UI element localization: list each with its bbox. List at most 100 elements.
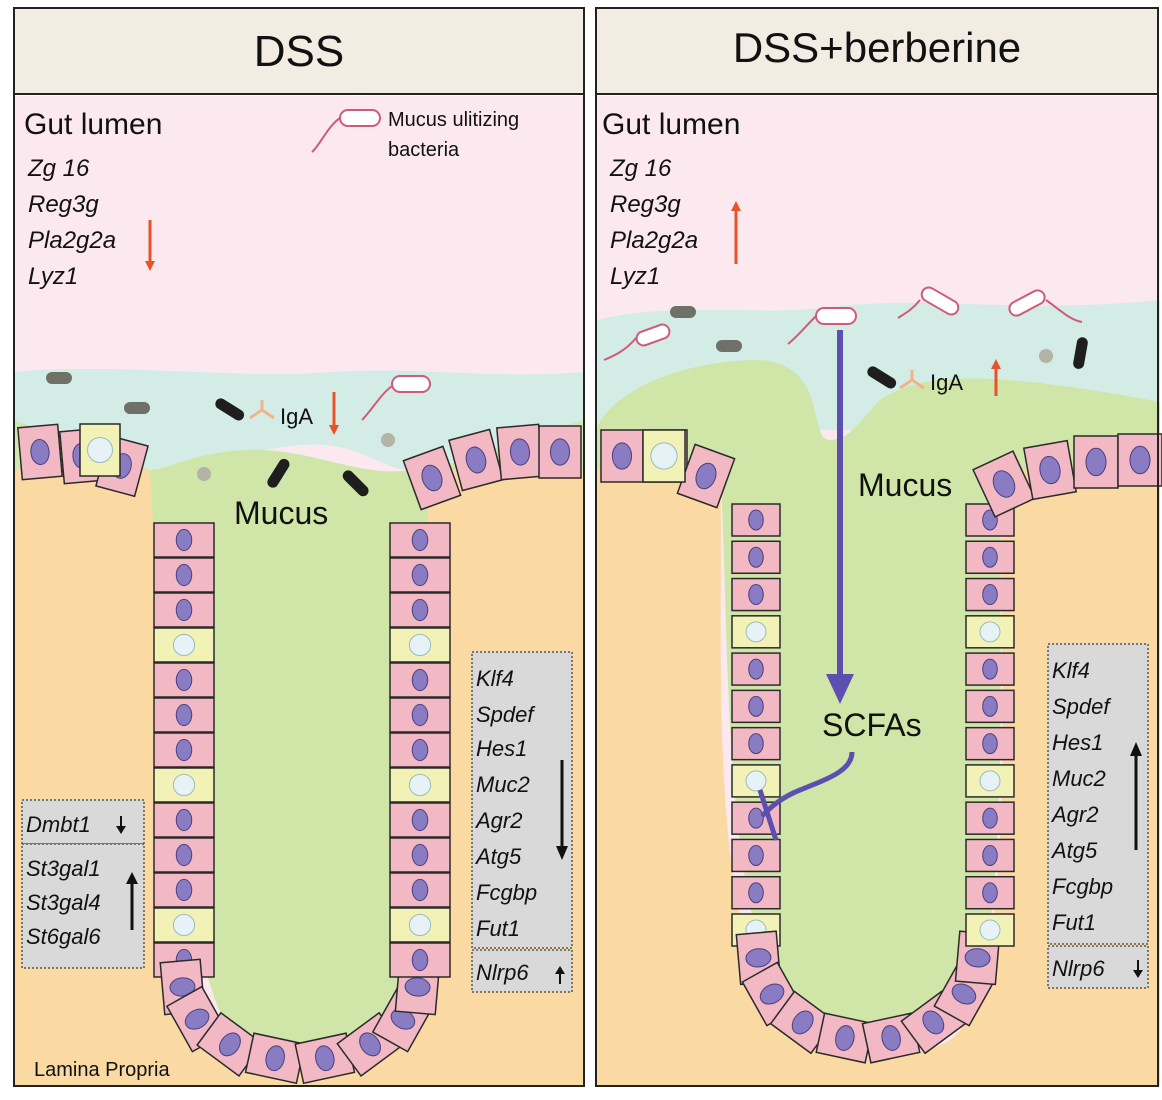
epithelial-cell — [600, 429, 644, 483]
epithelial-cell — [389, 732, 451, 768]
epithelial-cell — [389, 522, 451, 558]
epithelial-cell — [153, 872, 215, 908]
mucus-label: Mucus — [858, 467, 952, 503]
epithelial-cell — [972, 450, 1036, 518]
epithelial-cell — [389, 837, 451, 873]
lumen-gene: Zg 16 — [27, 155, 90, 182]
inhibition-bar — [757, 789, 779, 841]
goblet-cell — [965, 615, 1015, 649]
gene-box-right-dss: Klf4 Spdef Hes1 Muc2 Agr2 Atg5 Fcgbp Fut… — [471, 651, 573, 993]
epithelial-cell — [965, 540, 1015, 575]
epithelial-cell — [731, 726, 781, 761]
epithelial-cell — [402, 445, 462, 511]
epithelial-cell — [389, 592, 451, 628]
gene-label: Hes1 — [476, 736, 527, 761]
gene-label: Agr2 — [474, 808, 522, 833]
gene-label: Muc2 — [476, 772, 530, 797]
bacterium — [1039, 349, 1053, 363]
epithelial-cell — [731, 689, 781, 724]
epithelial-cell — [731, 577, 781, 612]
gene-label: Nlrp6 — [476, 960, 529, 985]
gut-lumen-label: Gut lumen — [602, 108, 740, 141]
epithelial-cell — [965, 838, 1015, 873]
gene-label: Spdef — [476, 702, 536, 727]
epithelial-cell — [496, 423, 544, 481]
panel-dss: Mucus ulitizing bacteria IgA Mucus Gut l… — [13, 7, 585, 1087]
lumen-gene: Pla2g2a — [610, 227, 698, 254]
gene-label: Klf4 — [1052, 658, 1090, 683]
mucus-utilizing-bacterium-icon — [603, 286, 1083, 361]
mucus-utilizing-bacterium-icon — [361, 375, 431, 421]
epithelial-cell — [153, 557, 215, 593]
goblet-cell — [731, 764, 781, 798]
lumen-gene: Reg3g — [610, 191, 681, 218]
bacteria-dss — [46, 372, 431, 497]
lumen-gene: Pla2g2a — [28, 227, 116, 254]
goblet-cell — [389, 627, 451, 663]
gene-label: Dmbt1 — [26, 812, 91, 837]
gene-label: Spdef — [1052, 694, 1112, 719]
gene-label: Fcgbp — [476, 880, 537, 905]
goblet-cell — [965, 764, 1015, 798]
epithelial-cell — [153, 697, 215, 733]
epithelium-dss-berberine — [600, 429, 1162, 1064]
gene-label: Nlrp6 — [1052, 956, 1105, 981]
bacterium — [46, 372, 72, 384]
epithelial-cell — [389, 942, 451, 978]
bacterium — [867, 366, 897, 389]
panel-title: DSS — [254, 27, 344, 76]
epithelial-cell — [731, 838, 781, 873]
scfa-inhibition — [760, 751, 855, 818]
bacterium — [267, 458, 290, 488]
iga-label: IgA — [930, 370, 963, 395]
bacterium — [197, 467, 211, 481]
epithelial-cell — [731, 652, 781, 686]
crypt-mucus — [150, 449, 430, 1062]
gene-box-right-berberine: Klf4 Spdef Hes1 Muc2 Agr2 Atg5 Fcgbp Fut… — [1047, 643, 1149, 989]
panel-frame — [13, 7, 585, 1087]
epithelial-cell — [153, 522, 215, 558]
epithelial-cell — [815, 1012, 875, 1064]
gene-label: Fcgbp — [1052, 874, 1113, 899]
bacterium — [381, 433, 395, 447]
panel-dss-berberine: IgA Mucus SCFAs Gut lumen Zg 16 Reg3g Pl… — [595, 7, 1162, 1087]
bacteria-legend-line2: bacteria — [388, 139, 460, 161]
epithelium-dss — [16, 423, 582, 1085]
epithelial-cell — [389, 697, 451, 733]
goblet-cell — [642, 429, 686, 483]
gut-lumen-label: Gut lumen — [24, 108, 162, 141]
epithelial-cell — [731, 875, 781, 910]
bacterium — [215, 398, 245, 421]
epithelial-cell — [153, 837, 215, 873]
epithelial-cell — [448, 428, 504, 492]
epithelial-cell — [965, 875, 1015, 910]
bacterium — [1073, 337, 1088, 369]
goblet-cell — [389, 767, 451, 803]
goblet-cell — [153, 627, 215, 663]
bacterium — [716, 340, 742, 352]
epithelial-cell — [153, 802, 215, 838]
crypt-mucus — [596, 360, 1160, 470]
epithelial-cell — [1022, 439, 1078, 501]
iga-antibody-icon — [899, 370, 925, 390]
epithelial-cell — [965, 577, 1015, 612]
goblet-cell — [389, 907, 451, 943]
epithelial-cell — [153, 662, 215, 698]
epithelial-cell — [538, 425, 582, 479]
epithelial-cell — [965, 503, 1015, 537]
epithelial-cell — [389, 802, 451, 838]
epithelial-cell — [153, 732, 215, 768]
gene-label: St6gal6 — [26, 924, 101, 949]
panel-title: DSS+berberine — [733, 24, 1021, 71]
panel-frame — [595, 7, 1159, 1087]
gene-label: Fut1 — [1052, 910, 1096, 935]
gene-label: Muc2 — [1052, 766, 1106, 791]
lamina-propria-label: Lamina Propria — [34, 1059, 171, 1081]
gene-label: Fut1 — [476, 916, 520, 941]
bacteria-dss-berberine — [603, 286, 1088, 389]
arrowhead — [826, 674, 854, 704]
lumen-gene: Lyz1 — [610, 263, 660, 290]
gene-label: Hes1 — [1052, 730, 1103, 755]
epithelial-cell — [965, 801, 1015, 835]
